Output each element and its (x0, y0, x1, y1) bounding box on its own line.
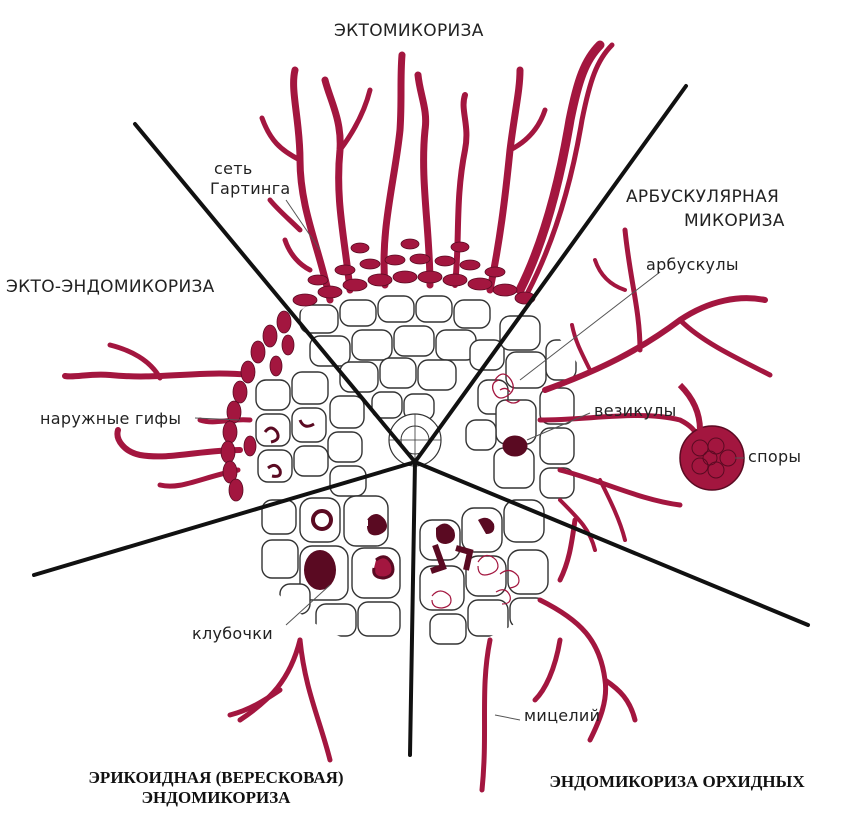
ericoid-caption: ЭРИКОИДНАЯ (ВЕРЕСКОВАЯ) ЭНДОМИКОРИЗА (66, 768, 366, 809)
hartig-net-label-line2: Гартинга (210, 180, 291, 198)
arbuscular-title-line1: АРБУСКУЛЯРНАЯ (626, 188, 779, 208)
spore-cluster (680, 385, 744, 490)
spores-label: споры (748, 448, 801, 466)
vesicle (503, 436, 527, 456)
ericoid-caption-line2: ЭНДОМИКОРИЗА (66, 788, 366, 808)
vesicles-label: везикулы (594, 402, 677, 420)
arbuscular-title-line2: МИКОРИЗА (684, 212, 785, 232)
ericoid-hyphae (230, 640, 330, 760)
hartig-net-label-line1: сеть (214, 160, 253, 178)
external-hyphae-label: наружные гифы (40, 410, 181, 428)
mycelium-label: мицелий (524, 707, 600, 725)
coils-label: клубочки (192, 625, 273, 643)
arbuscules-label: арбускулы (646, 256, 739, 274)
ectomycorrhiza-title: ЭКТОМИКОРИЗА (334, 22, 484, 42)
ecto-endomycorrhiza-title: ЭКТО-ЭНДОМИКОРИЗА (6, 278, 215, 298)
orchid-caption: ЭНДОМИКОРИЗА ОРХИДНЫХ (518, 772, 836, 792)
ericoid-caption-line1: ЭРИКОИДНАЯ (ВЕРЕСКОВАЯ) (66, 768, 366, 788)
